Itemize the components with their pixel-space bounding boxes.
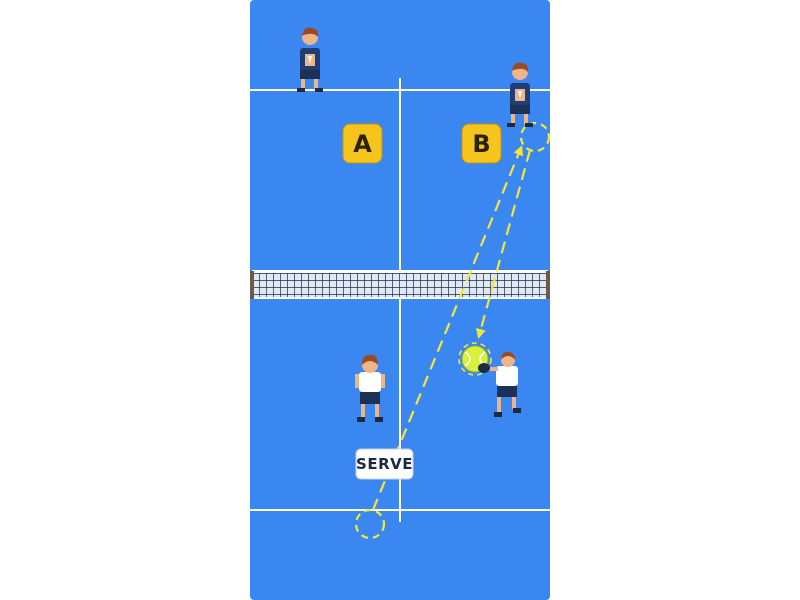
net-post-right	[546, 271, 550, 299]
bounce-marker-serve	[354, 508, 386, 540]
serve-label: SERVE	[356, 455, 413, 473]
bounce-marker-target	[519, 121, 551, 153]
zone-a-label: A	[353, 130, 372, 158]
net-post-left	[250, 271, 254, 299]
zone-a-badge: A	[342, 123, 383, 164]
zone-b-badge: B	[461, 123, 502, 164]
serve-tag: SERVE	[355, 448, 414, 480]
tennis-net-icon	[250, 270, 550, 299]
player-icon	[297, 27, 323, 92]
player-icon	[478, 351, 521, 417]
player-icon	[507, 62, 533, 127]
player-icon	[355, 354, 385, 422]
zone-b-label: B	[472, 130, 490, 158]
return-trajectory	[476, 149, 532, 339]
